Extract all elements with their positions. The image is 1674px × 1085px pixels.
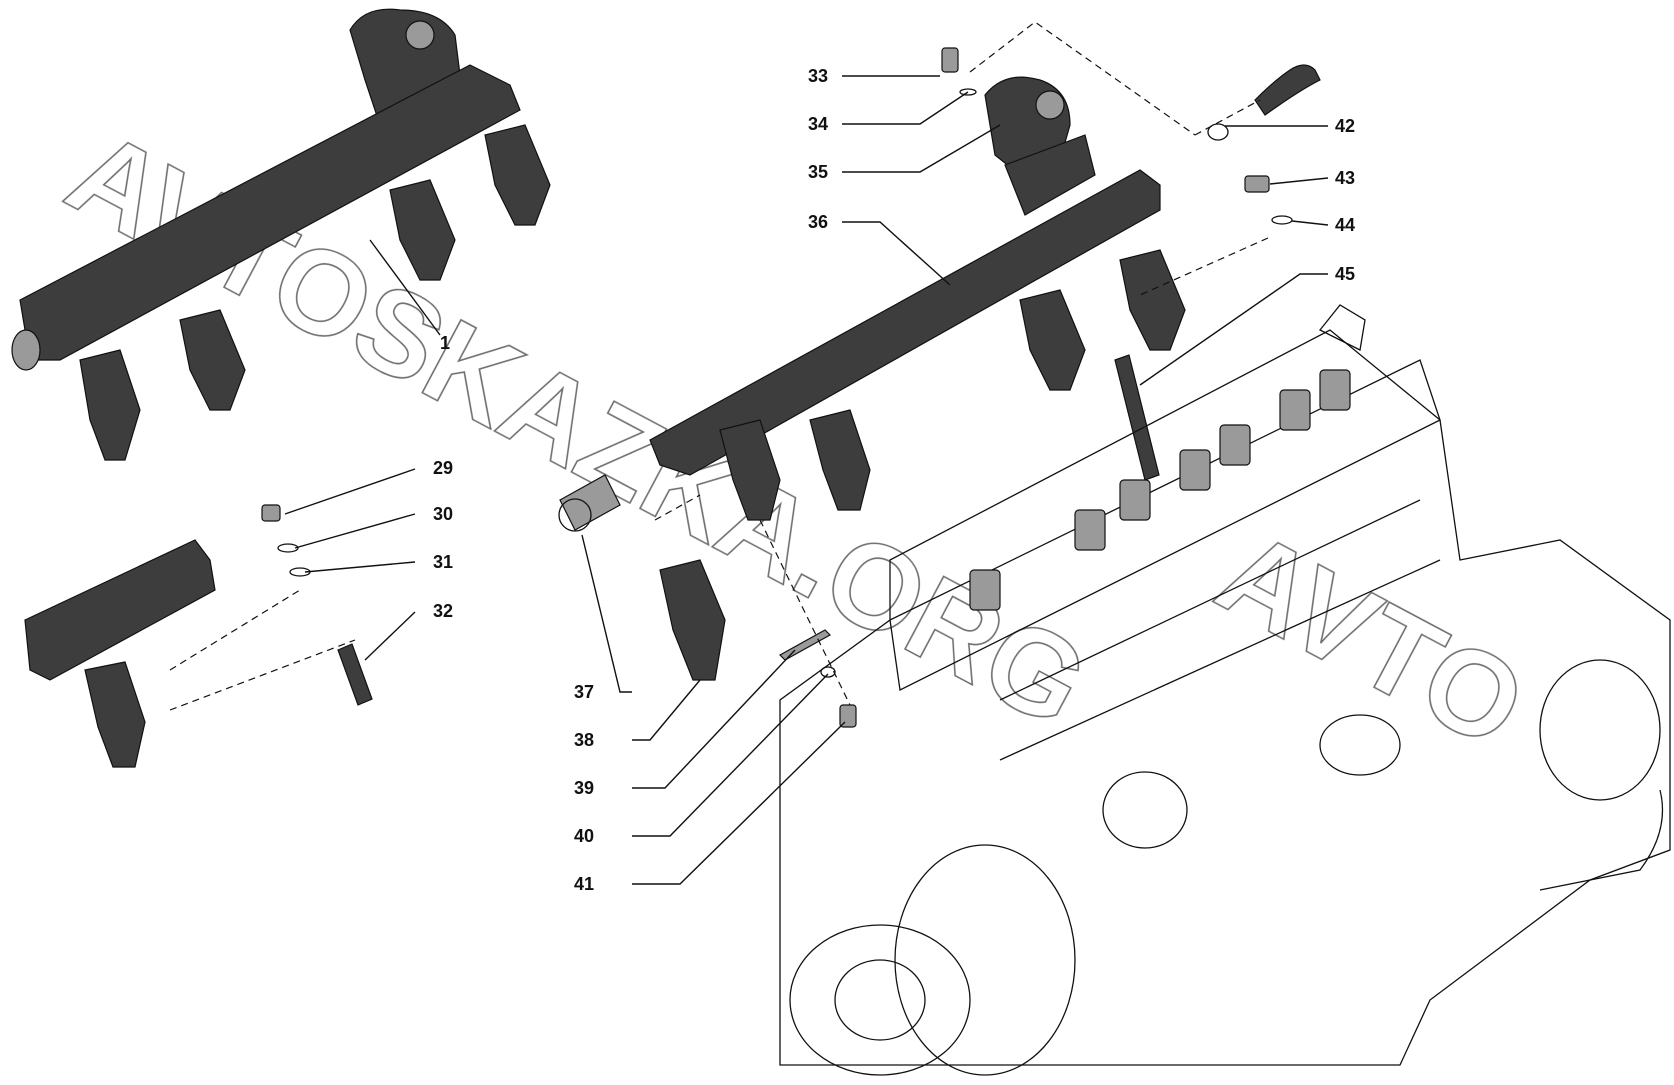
callout-label-38: 38 [574,730,595,750]
callout-label-33: 33 [808,66,829,86]
callout-label-29: 29 [433,458,454,478]
fuel-rail-section-29-32 [24,504,373,768]
injectors-1 [79,124,551,461]
valve-springs [969,369,1351,611]
callout-label-44: 44 [1335,215,1356,235]
callout-label-34: 34 [808,114,829,134]
callout-label-31: 31 [433,552,454,572]
fuel-rail-assembly-36 [558,21,1321,728]
callout-label-40: 40 [574,826,595,846]
callout-label-32: 32 [433,601,454,621]
callout-label-39: 39 [574,778,595,798]
engine-block [779,304,1671,1076]
callout-label-35: 35 [808,162,829,182]
fuel-rail-assembly-1 [11,8,551,461]
watermark-text-right: AVTO [1198,505,1545,775]
callout-label-30: 30 [433,504,454,524]
callout-label-43: 43 [1335,168,1356,188]
injectors-36 [719,249,1186,521]
callout-label-37: 37 [574,682,595,702]
callout-label-41: 41 [574,874,595,894]
callout-label-36: 36 [808,212,829,232]
callout-label-1: 1 [440,333,451,353]
callout-label-45: 45 [1335,264,1356,284]
leader-lines [284,75,1329,885]
callout-label-42: 42 [1335,116,1356,136]
